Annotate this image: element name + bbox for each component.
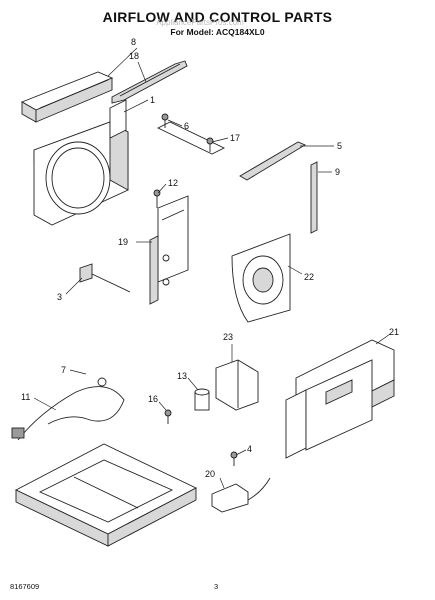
page-title: AIRFLOW AND CONTROL PARTS bbox=[102, 9, 333, 25]
callout-5: 5 bbox=[300, 141, 342, 151]
callout-23: 23 bbox=[223, 332, 233, 362]
callout-3: 3 bbox=[57, 277, 83, 302]
part-8-top-bracket bbox=[20, 71, 114, 123]
part-20-switch bbox=[211, 451, 271, 513]
callout-21: 21 bbox=[375, 327, 399, 345]
svg-text:12: 12 bbox=[168, 178, 178, 188]
watermark: AppliancePartsPros.com bbox=[156, 18, 244, 27]
model-subtitle: For Model: ACQ184XL0 bbox=[170, 27, 265, 37]
svg-text:19: 19 bbox=[118, 237, 128, 247]
part-21-housing bbox=[285, 339, 395, 459]
svg-text:6: 6 bbox=[184, 121, 189, 131]
part-5-strip bbox=[239, 141, 306, 181]
base-pan bbox=[14, 443, 198, 547]
part-9-vertical-strip bbox=[310, 161, 318, 234]
svg-text:20: 20 bbox=[205, 469, 215, 479]
part-11-wiring-harness bbox=[11, 377, 125, 441]
callout-17: 17 bbox=[211, 133, 240, 143]
callout-7: 7 bbox=[61, 365, 87, 375]
callout-20: 20 bbox=[205, 469, 225, 489]
callout-12: 12 bbox=[157, 178, 178, 194]
svg-text:17: 17 bbox=[230, 133, 240, 143]
callout-19: 19 bbox=[118, 237, 152, 247]
part-22-blower-scroll bbox=[231, 233, 291, 323]
page-number: 3 bbox=[214, 582, 219, 591]
svg-text:7: 7 bbox=[61, 365, 66, 375]
callout-22: 22 bbox=[287, 265, 314, 282]
callout-13: 13 bbox=[177, 371, 199, 391]
svg-text:23: 23 bbox=[223, 332, 233, 342]
svg-text:16: 16 bbox=[148, 394, 158, 404]
callout-16: 16 bbox=[148, 394, 167, 411]
svg-text:11: 11 bbox=[21, 392, 30, 402]
svg-text:4: 4 bbox=[247, 444, 252, 454]
svg-text:8: 8 bbox=[131, 37, 136, 47]
part-19-control-bracket bbox=[149, 189, 189, 305]
svg-text:21: 21 bbox=[389, 327, 399, 337]
part-23-capacitor-bracket bbox=[215, 359, 259, 411]
svg-text:9: 9 bbox=[335, 167, 340, 177]
svg-text:5: 5 bbox=[337, 141, 342, 151]
callout-1: 1 bbox=[123, 95, 155, 113]
svg-text:1: 1 bbox=[150, 95, 155, 105]
callout-9: 9 bbox=[318, 167, 340, 177]
callout-11: 11 bbox=[21, 392, 57, 411]
svg-text:3: 3 bbox=[57, 292, 62, 302]
part-6-mount-bracket bbox=[156, 113, 226, 155]
callout-6: 6 bbox=[167, 119, 189, 131]
part-13-capacitor bbox=[164, 388, 210, 424]
svg-text:13: 13 bbox=[177, 371, 187, 381]
svg-text:18: 18 bbox=[129, 51, 139, 61]
document-number: 8167609 bbox=[10, 582, 40, 591]
callout-4: 4 bbox=[235, 444, 252, 456]
callout-18: 18 bbox=[129, 51, 147, 83]
part-3-thermistor bbox=[79, 263, 131, 293]
part-18-seal-strip bbox=[111, 60, 188, 104]
part-1-shroud bbox=[33, 99, 129, 226]
callout-8: 8 bbox=[107, 37, 138, 77]
svg-text:22: 22 bbox=[304, 272, 314, 282]
